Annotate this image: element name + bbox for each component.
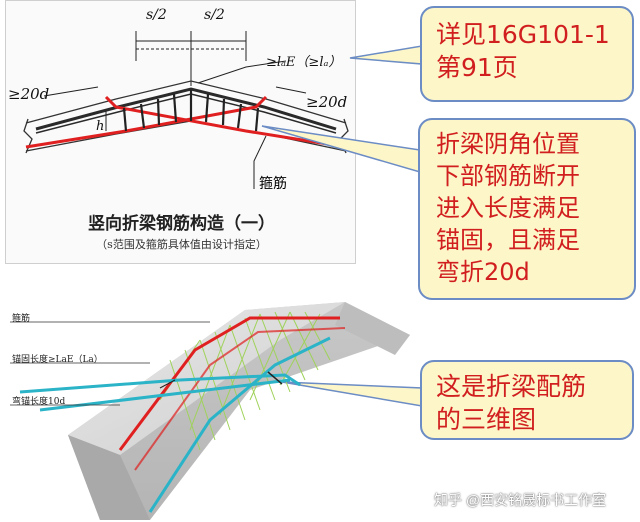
- stirrup-label: 箍筋: [259, 176, 287, 192]
- 3d-label-bend-length: 弯锚长度10d: [12, 397, 66, 407]
- callout-reference-line-1: 详见16G101-1: [436, 20, 610, 49]
- drawing-caption-note: （s范围及箍筋具体值由设计指定）: [96, 238, 267, 251]
- 3d-label-anchor-length: 锚固长度≥LaE（La）: [12, 355, 103, 365]
- stirrups: [122, 90, 260, 132]
- right-20d-label: ≥20d: [306, 93, 348, 111]
- dim-s-half-right: s/2: [204, 7, 225, 23]
- dim-s-half-left: s/2: [146, 7, 167, 23]
- callout-description-line-3: 进入长度满足: [436, 194, 580, 222]
- callout-description-line-5: 弯折20d: [436, 258, 530, 286]
- callout-3d-line-1: 这是折梁配筋: [436, 372, 587, 401]
- height-label: h: [96, 119, 105, 134]
- callout-description-line-4: 锚固，且满足: [436, 226, 580, 254]
- callout-description-line-2: 下部钢筋断开: [436, 162, 580, 190]
- watermark: 知乎 @西安铭晟标书工作室: [434, 492, 607, 508]
- 3d-bottom-rebar-cyan: [19, 336, 331, 513]
- callout-description-line-1: 折梁阴角位置: [436, 130, 580, 158]
- drawing-caption-title: 竖向折梁钢筋构造（一）: [88, 214, 275, 234]
- callout-3d-view: 这是折梁配筋 的三维图: [420, 360, 634, 440]
- anchor-length-label: ≥lₐE（≥lₐ）: [266, 55, 342, 70]
- left-20d-label: ≥20d: [8, 85, 50, 103]
- beam-body: [68, 302, 410, 520]
- 3d-label-stirrup: 箍筋: [12, 314, 31, 324]
- callout-description: 折梁阴角位置 下部钢筋断开 进入长度满足 锚固，且满足 弯折20d: [418, 118, 636, 300]
- callout-3d-line-2: 的三维图: [436, 405, 537, 434]
- 3d-top-rebar-red: [118, 316, 340, 451]
- dimension-lines: [135, 31, 287, 86]
- callout-reference: 详见16G101-1 第91页: [420, 6, 634, 102]
- rebar-3d-model: [10, 302, 410, 520]
- callout-reference-line-2: 第91页: [436, 53, 518, 82]
